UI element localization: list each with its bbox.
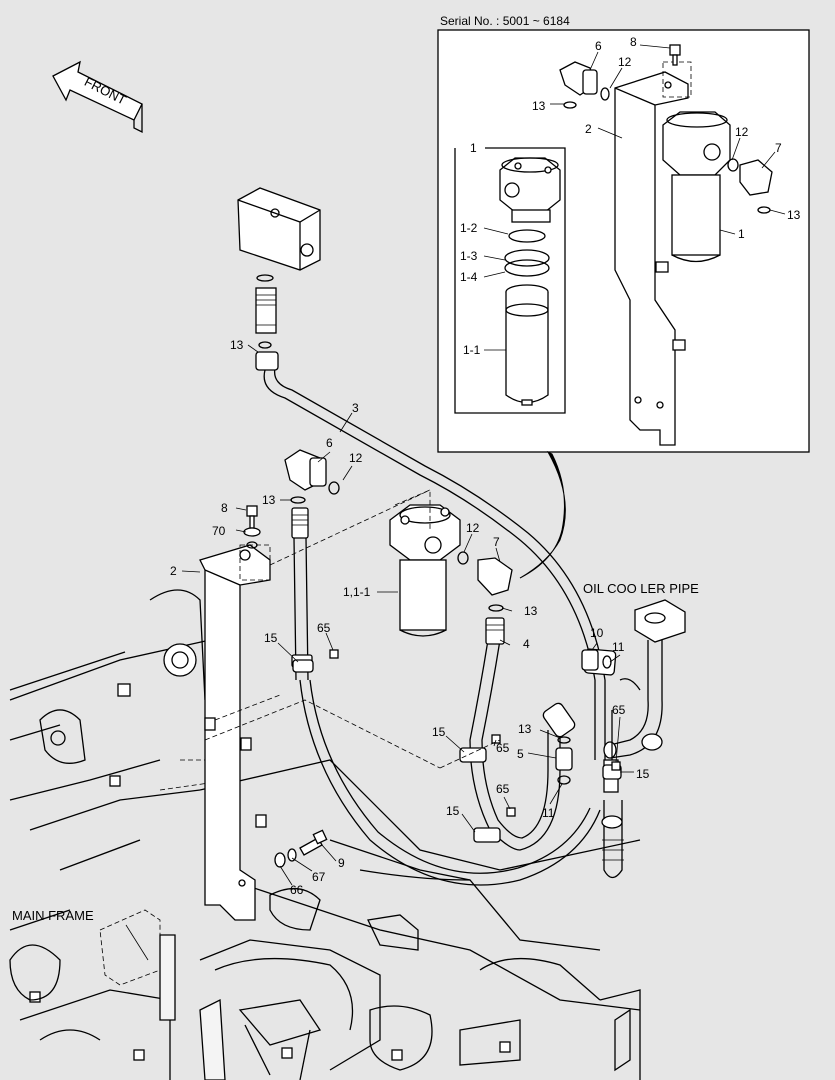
bracket-part-2 <box>199 544 271 921</box>
valve-block <box>237 187 321 371</box>
callout-5: 5 <box>517 747 524 761</box>
inset-callout-1-2: 1-2 <box>460 221 478 235</box>
inset-callout-12-filter: 12 <box>735 125 749 139</box>
callout-6: 6 <box>326 436 333 450</box>
front-direction-arrow: FRONT <box>52 60 143 134</box>
callout-4: 4 <box>523 637 530 651</box>
callout-65-lower: 65 <box>496 782 510 796</box>
callout-9: 9 <box>338 856 345 870</box>
filter-assembly-part-1 <box>389 489 461 637</box>
callout-65-left: 65 <box>317 621 331 635</box>
inset-callout-13-upper: 13 <box>532 99 546 113</box>
callout-15-right: 15 <box>636 767 650 781</box>
inset-callout-6: 6 <box>595 39 602 53</box>
assembly-guide-lines <box>204 489 501 769</box>
callout-15-lower: 15 <box>446 804 460 818</box>
oil-cooler-pipe <box>601 599 686 879</box>
serial-number-label: Serial No. : 5001 ~ 6184 <box>440 14 570 28</box>
inset-panel: Serial No. : 5001 ~ 6184 <box>437 14 810 453</box>
fitting-part-5 <box>555 736 573 785</box>
hose-part-4 <box>299 639 601 886</box>
callout-13-lower: 13 <box>518 722 532 736</box>
inset-pointer-arrow <box>519 450 566 579</box>
callout-12-filter: 12 <box>466 521 480 535</box>
callout-7: 7 <box>493 535 500 549</box>
inset-callout-13-lower: 13 <box>787 208 801 222</box>
main-frame-structure <box>9 589 641 1080</box>
main-frame-label: MAIN FRAME <box>12 908 94 923</box>
inset-callout-2: 2 <box>585 122 592 136</box>
callout-2: 2 <box>170 564 177 578</box>
inset-callout-1-1: 1-1 <box>463 343 481 357</box>
inset-callout-1-4: 1-4 <box>460 270 478 284</box>
callout-1-1-1: 1,1-1 <box>343 585 371 599</box>
callout-67: 67 <box>312 870 326 884</box>
bolt-part-9 <box>274 829 328 868</box>
callout-3: 3 <box>352 401 359 415</box>
inset-callout-8: 8 <box>630 35 637 49</box>
callout-leader-lines <box>125 44 786 961</box>
bolt-part-8 <box>243 505 261 549</box>
inset-callout-7: 7 <box>775 141 782 155</box>
inset-callout-12-upper: 12 <box>618 55 632 69</box>
bolt-part-65 <box>329 649 621 817</box>
callout-65-right: 65 <box>612 703 626 717</box>
oil-cooler-pipe-label: OIL COO LER PIPE <box>583 581 699 596</box>
callout-70: 70 <box>212 524 226 538</box>
callout-12-upper: 12 <box>349 451 363 465</box>
main-callouts: 3 13 6 12 13 8 70 2 1,1-1 12 7 13 4 15 6… <box>12 338 699 923</box>
callout-11-right: 11 <box>612 640 625 654</box>
inset-callout-1-3: 1-3 <box>460 249 478 263</box>
callout-66: 66 <box>290 883 304 897</box>
clamp-part-15 <box>292 659 622 843</box>
inset-callout-1-box: 1 <box>470 141 477 155</box>
fitting-part-7 <box>457 551 513 645</box>
callout-15-left: 15 <box>264 631 278 645</box>
callout-13-fitting: 13 <box>524 604 538 618</box>
inset-callouts: 6 12 13 8 2 12 7 13 1 1 1-2 1-3 1-4 1-1 <box>460 35 801 357</box>
fitting-part-6 <box>284 449 340 681</box>
callout-13-upper: 13 <box>230 338 244 352</box>
callout-8: 8 <box>221 501 228 515</box>
callout-15-center: 15 <box>432 725 446 739</box>
callout-13-hose: 13 <box>262 493 276 507</box>
fitting-part-10 <box>581 649 612 671</box>
callout-11-lower: 11 <box>542 806 555 820</box>
inset-callout-1-filter: 1 <box>738 227 745 241</box>
callout-65-center: 65 <box>496 741 510 755</box>
callout-10: 10 <box>590 626 604 640</box>
